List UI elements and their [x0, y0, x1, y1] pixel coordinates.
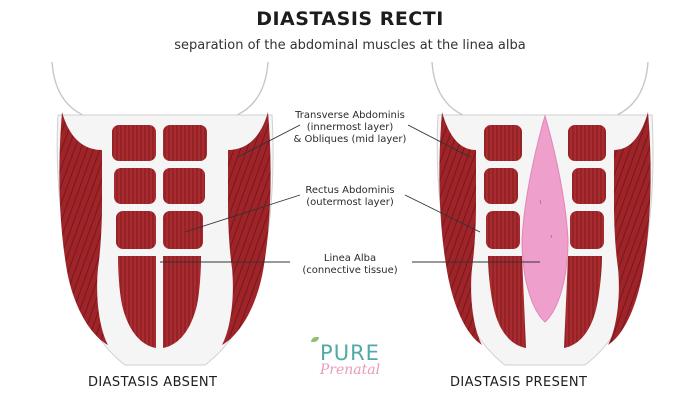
- label-linea-alba: Linea Alba (connective tissue): [270, 253, 430, 277]
- right-torso: [431, 61, 654, 366]
- caption-diastasis-absent: DIASTASIS ABSENT: [88, 375, 218, 390]
- label-line: Linea Alba: [323, 253, 377, 264]
- right-rectus-block: [486, 211, 520, 249]
- left-rectus-block: [116, 211, 156, 249]
- right-rectus-block: [572, 168, 606, 204]
- label-transverse-abdominis: Transverse Abdominis (innermost layer) &…: [270, 110, 430, 146]
- left-rectus-block: [114, 168, 156, 204]
- label-rectus-abdominis: Rectus Abdominis (outermost layer): [270, 185, 430, 209]
- label-line: Transverse Abdominis: [295, 110, 405, 121]
- label-line: Rectus Abdominis: [305, 185, 395, 196]
- brand-logo: PURE Prenatal: [300, 341, 400, 378]
- right-rectus-block: [570, 211, 604, 249]
- pointer-transverse-right: [407, 124, 471, 158]
- right-oblique-right: [608, 112, 651, 345]
- page-subtitle: separation of the abdominal muscles at t…: [174, 38, 526, 53]
- logo-leaf-icon: [311, 337, 319, 342]
- left-rectus-lower: [163, 256, 201, 348]
- right-oblique-left: [439, 112, 482, 345]
- left-oblique-right: [222, 112, 271, 345]
- right-rectus-block: [484, 168, 518, 204]
- page-title: DIASTASIS RECTI: [256, 8, 444, 30]
- caption-diastasis-present: DIASTASIS PRESENT: [450, 375, 588, 390]
- right-rectus-lower: [564, 256, 602, 348]
- left-rectus-block: [163, 125, 207, 161]
- pointer-transverse-left: [237, 124, 301, 158]
- right-rectus-lower: [488, 256, 526, 348]
- linea-alba-separation: [521, 114, 569, 323]
- pointer-lines: [160, 124, 540, 263]
- logo-main-text: PURE: [320, 341, 380, 365]
- left-torso: [51, 61, 274, 366]
- left-rectus-lower: [118, 256, 156, 348]
- label-line: & Obliques (mid layer): [293, 134, 407, 145]
- label-line: (outermost layer): [306, 197, 394, 208]
- left-oblique-left: [59, 112, 108, 345]
- pointer-rectus-left: [184, 194, 301, 233]
- left-rectus-block: [163, 211, 203, 249]
- left-rectus-block: [112, 125, 156, 161]
- right-chest-outline: [431, 61, 649, 123]
- right-rectus-block: [568, 125, 606, 161]
- label-line: (connective tissue): [302, 265, 398, 276]
- logo-sub-text: Prenatal: [319, 362, 381, 378]
- label-line: (innermost layer): [306, 122, 394, 133]
- right-rectus-block: [484, 125, 522, 161]
- left-chest-outline: [51, 61, 269, 123]
- left-rectus-block: [163, 168, 205, 204]
- pointer-rectus-right: [404, 194, 481, 233]
